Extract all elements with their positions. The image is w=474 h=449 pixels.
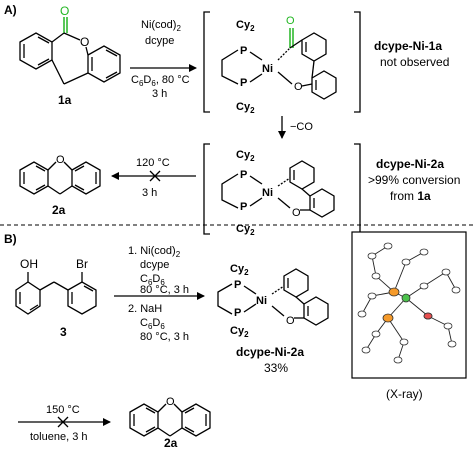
svg-text:O: O xyxy=(56,154,65,166)
bracket-left-2a xyxy=(203,143,210,235)
a-step1-time: 3 h xyxy=(152,88,167,100)
b-step1-l7: 80 °C, 3 h xyxy=(140,331,189,343)
atom-br: Br xyxy=(76,257,88,271)
bracket-left-1a xyxy=(203,11,210,113)
svg-text:Ni: Ni xyxy=(256,295,267,307)
complex-2a-structure: Cy2 P P Cy2 Ni O xyxy=(221,149,335,237)
xray-label: (X-ray) xyxy=(386,387,423,401)
complex-1a-name: dcype-Ni-1a xyxy=(374,39,442,53)
cross-mark-a xyxy=(149,170,161,182)
b-step1-l4: 80 °C, 3 h xyxy=(140,284,189,296)
svg-text:Cy2: Cy2 xyxy=(236,149,255,163)
a-step3-time: 3 h xyxy=(142,187,157,199)
panel-b-label: B) xyxy=(4,232,17,246)
svg-text:P: P xyxy=(234,307,241,319)
compound-1a-label: 1a xyxy=(58,93,72,107)
b-step1-l2: dcype xyxy=(140,259,169,271)
xray-structure-image xyxy=(357,242,461,364)
b-step2-temp: 150 °C xyxy=(46,404,80,416)
complex-2a-name: dcype-Ni-2a xyxy=(376,157,444,171)
bracket-right-1a xyxy=(354,11,361,113)
a-step3-temp: 120 °C xyxy=(136,157,170,169)
compound-1a-structure: O O xyxy=(19,4,121,85)
panel-a-label: A) xyxy=(4,3,17,17)
svg-text:Cy2: Cy2 xyxy=(236,101,255,115)
svg-text:O: O xyxy=(286,15,295,27)
complex-b-yield: 33% xyxy=(264,361,288,375)
svg-text:P: P xyxy=(240,169,247,181)
complex-b-name: dcype-Ni-2a xyxy=(236,345,304,359)
b-step1-l3: C6D6 xyxy=(140,273,165,287)
a-step2-label: −CO xyxy=(290,121,313,133)
b-step1-l5: 2. NaH xyxy=(128,303,162,315)
svg-text:Ni: Ni xyxy=(262,187,273,199)
svg-text:O: O xyxy=(60,4,69,18)
complex-b-structure: Cy2 P P Cy2 Ni O xyxy=(217,263,329,339)
b-step1-l1: 1. Ni(cod)2 xyxy=(128,245,181,259)
product-2a-label-a: 2a xyxy=(52,203,66,217)
b-step2-cond: toluene, 3 h xyxy=(30,431,88,443)
svg-text:Cy2: Cy2 xyxy=(230,325,249,339)
compound-3-structure: OH Br xyxy=(15,257,97,315)
svg-text:Cy2: Cy2 xyxy=(236,19,255,33)
xanthene-2a-structure-a: O xyxy=(19,154,101,195)
svg-text:P: P xyxy=(240,77,247,89)
a-step1-ligand: dcype xyxy=(145,35,174,47)
svg-text:O: O xyxy=(292,207,301,219)
svg-text:O: O xyxy=(294,81,303,93)
atom-oh: OH xyxy=(20,257,38,271)
complex-2a-conversion: >99% conversion xyxy=(368,173,460,187)
svg-text:P: P xyxy=(240,201,247,213)
svg-text:P: P xyxy=(240,45,247,57)
b-step1-l6: C6D6 xyxy=(140,317,165,331)
svg-text:P: P xyxy=(234,279,241,291)
a-step1-reagent: Ni(cod)2 xyxy=(141,19,181,33)
bracket-right-2a xyxy=(354,143,361,235)
atom-o: O xyxy=(80,35,89,49)
svg-text:Cy2: Cy2 xyxy=(230,263,249,277)
cross-mark-b xyxy=(57,416,69,428)
compound-3-label: 3 xyxy=(60,325,67,339)
complex-1a-structure: Cy2 P P Cy2 Ni O O xyxy=(221,15,337,115)
complex-2a-from: from 1a xyxy=(390,189,431,203)
complex-1a-note: not observed xyxy=(380,55,449,69)
product-2a-label-b: 2a xyxy=(164,436,178,449)
svg-text:O: O xyxy=(166,396,175,408)
svg-text:O: O xyxy=(286,315,295,327)
xanthene-2a-structure-b: O xyxy=(129,396,211,437)
svg-text:Ni: Ni xyxy=(262,63,273,75)
a-step1-solvent: C6D6, 80 °C xyxy=(131,74,190,88)
